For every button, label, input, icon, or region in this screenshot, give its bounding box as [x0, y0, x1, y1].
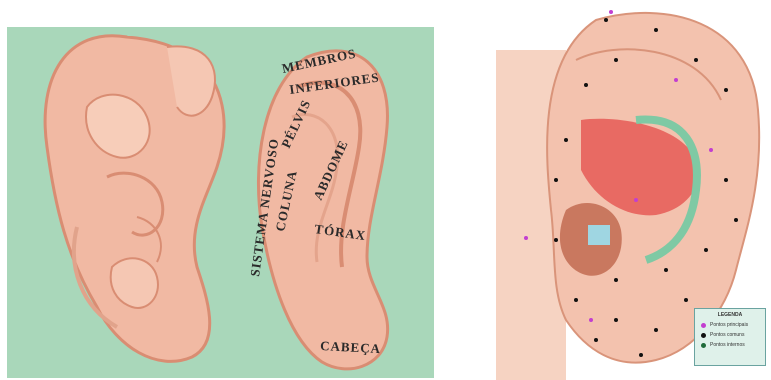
- right-illustration-panel: LEGENDA Pontos principais Pontos comuns …: [496, 0, 771, 380]
- legend-box: LEGENDA Pontos principais Pontos comuns …: [694, 308, 766, 366]
- labeled-ear-image: MEMBROS INFERIORES PÉLVIS ABDOME COLUNA …: [247, 46, 388, 369]
- legend-item-common: Pontos comuns: [701, 332, 765, 338]
- legend-label: Pontos principais: [710, 322, 748, 328]
- legend-dot-icon: [701, 333, 706, 338]
- legend-label: Pontos comuns: [710, 332, 744, 338]
- label-cabeca: CABEÇA: [320, 338, 382, 356]
- legend-label: Pontos internos: [710, 342, 745, 348]
- legend-title: LEGENDA: [695, 312, 765, 318]
- legend-dot-icon: [701, 343, 706, 348]
- fetus-ear-image: [45, 36, 224, 362]
- legend-dot-icon: [701, 323, 706, 328]
- left-illustration-svg: MEMBROS INFERIORES PÉLVIS ABDOME COLUNA …: [7, 27, 434, 378]
- legend-item-internal: Pontos internos: [701, 342, 765, 348]
- legend-item-main: Pontos principais: [701, 322, 765, 328]
- left-illustration-panel: MEMBROS INFERIORES PÉLVIS ABDOME COLUNA …: [7, 27, 434, 378]
